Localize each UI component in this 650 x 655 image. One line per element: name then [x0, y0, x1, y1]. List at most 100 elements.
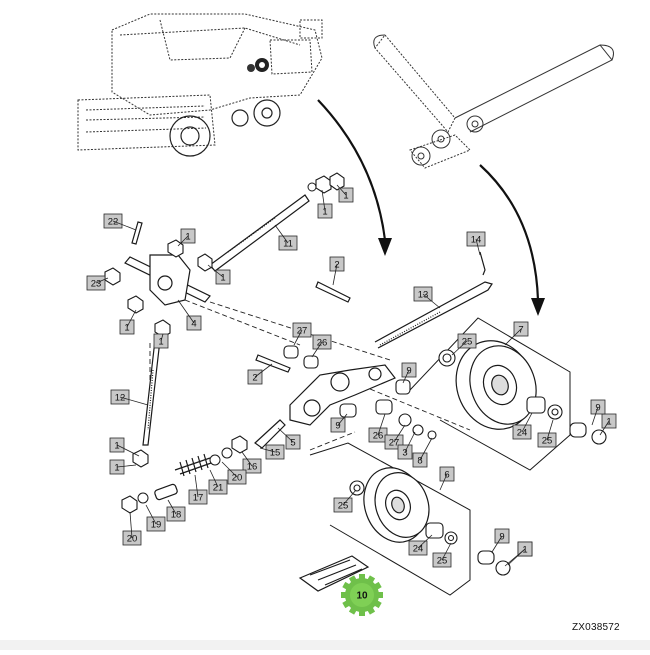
callout-number: 19 — [151, 520, 162, 531]
callout-leader — [112, 220, 137, 231]
callout-number: 20 — [232, 473, 243, 484]
small-washers — [137, 182, 317, 504]
callout-leader — [254, 363, 273, 378]
callout-leader — [393, 424, 406, 443]
callout-number: 25 — [462, 337, 473, 348]
callout-leader — [274, 224, 289, 244]
footer-bar — [0, 640, 650, 650]
callout-leader — [160, 333, 164, 342]
callout-number: 26 — [317, 338, 328, 349]
callout-leader — [377, 413, 386, 436]
callout-leader — [194, 474, 199, 498]
callout-number: 12 — [115, 393, 126, 404]
gear-tooth — [366, 606, 376, 615]
gear-tooth — [366, 575, 376, 584]
callout-leader — [167, 499, 177, 515]
callout-leader — [332, 263, 338, 286]
gear-tooth — [341, 592, 347, 598]
gear-tooth — [348, 606, 358, 615]
callout-number: 18 — [171, 510, 182, 521]
callout-number: 1 — [185, 232, 190, 243]
callout-number: 1 — [343, 191, 348, 202]
bearings-and-washers — [283, 345, 607, 576]
pointer-arrows — [317, 99, 540, 301]
callout-leader — [116, 464, 137, 468]
callout-number: 11 — [283, 239, 293, 250]
gear-badge-icon — [341, 574, 383, 616]
gear-tooth — [373, 599, 382, 609]
callout-number: 17 — [193, 493, 204, 504]
gear-tooth — [342, 581, 351, 591]
pulley-panel-lower — [309, 442, 471, 596]
callout-number: 8 — [417, 456, 422, 467]
leader-lines — [149, 299, 471, 451]
callout-number: 9 — [499, 532, 504, 543]
callout-number: 27 — [297, 326, 308, 337]
callout-leader — [546, 419, 554, 441]
callout-10: 10 — [356, 591, 368, 602]
callout-leader — [504, 548, 526, 567]
callout-number: 16 — [247, 462, 258, 473]
callout-number: 20 — [127, 534, 138, 545]
arrow-heads — [378, 238, 545, 316]
callout-leader — [129, 511, 133, 539]
callout-number: 25 — [437, 556, 448, 567]
callout-leader — [207, 264, 224, 278]
callout-number: 15 — [270, 448, 281, 459]
callout-number: 24 — [517, 428, 528, 439]
upper-idler-pulley — [455, 340, 537, 430]
callout-number: 9 — [335, 421, 340, 432]
hex-nuts — [104, 172, 345, 514]
tensioner-arm — [289, 364, 396, 426]
callout-number: 24 — [413, 544, 424, 555]
callout-leader — [221, 461, 238, 478]
callout-number: 27 — [389, 438, 400, 449]
callout-leader — [126, 309, 137, 328]
callout-number: 10 — [356, 591, 368, 602]
gear-tooth — [359, 610, 365, 616]
callout-leader — [504, 328, 522, 346]
callout-leaders — [95, 184, 610, 567]
callout-number: 9 — [406, 366, 411, 377]
callout-leader — [119, 396, 149, 406]
harvester-highlight-spot — [247, 58, 269, 72]
callout-number: 25 — [542, 436, 553, 447]
callout-leader — [321, 189, 326, 212]
rods-and-bolts — [124, 194, 493, 501]
callout-number: 1 — [114, 463, 119, 474]
gear-tooth — [348, 575, 358, 584]
gear-tooth — [377, 592, 383, 598]
belt-drive-icon — [373, 34, 614, 169]
lower-idler-pulley — [363, 467, 430, 543]
gear-tooth — [342, 599, 351, 609]
callout-number: 26 — [373, 431, 384, 442]
callout-leader — [422, 293, 441, 309]
combine-harvester-icon — [77, 13, 323, 151]
callout-leader — [241, 451, 253, 467]
callout-leader — [491, 535, 503, 553]
callout-number: 5 — [290, 438, 295, 449]
callout-number: 1 — [158, 337, 163, 348]
belt-strip — [298, 555, 370, 592]
callout-leader — [439, 473, 448, 491]
callout-leader — [451, 340, 468, 356]
callout-number: 25 — [338, 501, 349, 512]
callout-leader — [277, 427, 294, 443]
figure-code: ZX038572 — [572, 622, 620, 633]
callout-leader — [116, 444, 140, 457]
callout-leader — [419, 437, 433, 461]
callout-number: 1 — [220, 273, 225, 284]
callout-leader — [404, 431, 416, 453]
callout-leader — [521, 412, 533, 433]
callout-leader — [591, 406, 599, 426]
callout-leader — [259, 447, 276, 453]
callout-leader — [336, 184, 347, 196]
callout-leader — [177, 299, 195, 324]
callout-leader — [342, 489, 357, 506]
callout-leader — [177, 235, 189, 247]
callout-number: 4 — [191, 319, 196, 330]
callout-number: 21 — [213, 483, 224, 494]
callout-leader — [311, 341, 323, 358]
